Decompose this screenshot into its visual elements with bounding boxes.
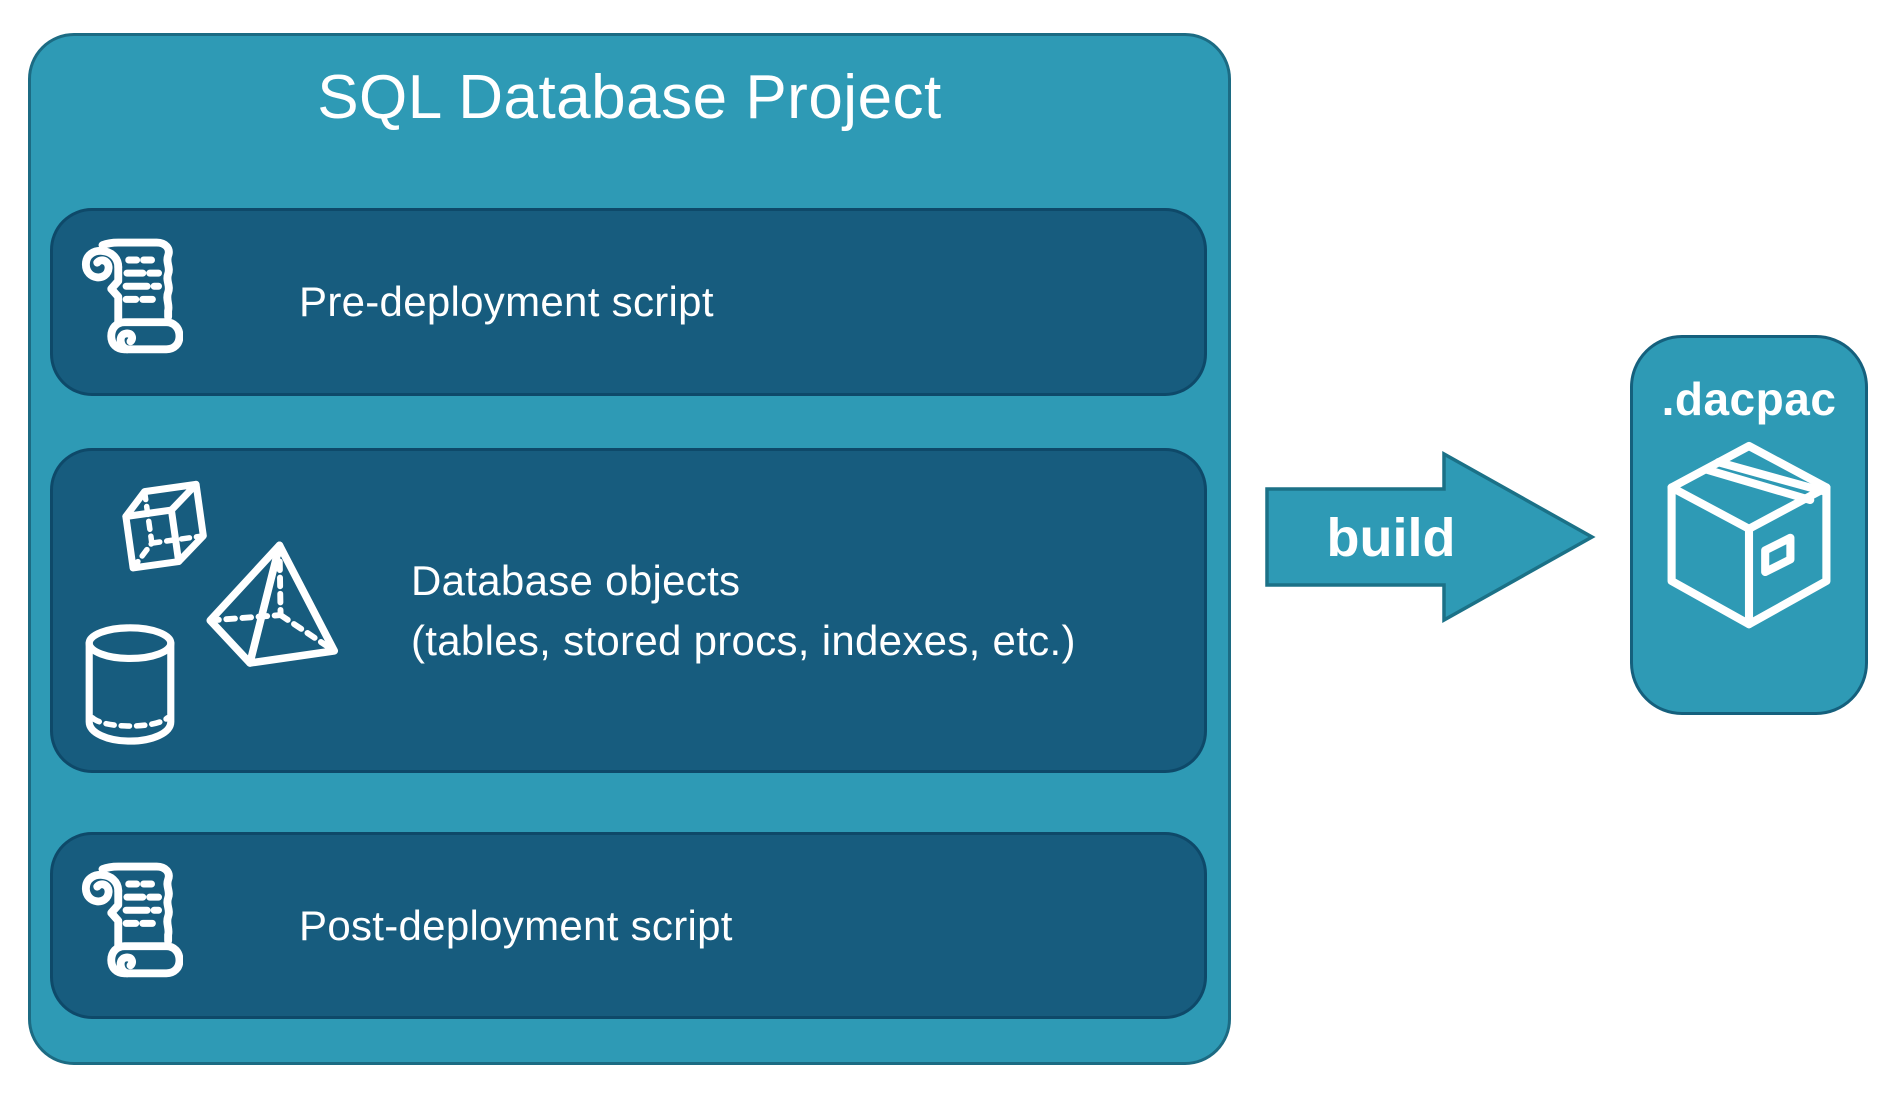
package-icon [1667,441,1831,629]
cube-icon [122,480,207,572]
dacpac-box: .dacpac [1630,335,1868,715]
panel-post-deployment-script: Post-deployment script [50,832,1207,1019]
pre-deployment-label: Pre-deployment script [299,278,714,325]
database-objects-label: Database objects (tables, stored procs, … [411,551,1076,671]
post-deployment-label: Post-deployment script [299,901,733,949]
pyramid-icon [206,541,339,667]
dacpac-label: .dacpac [1661,373,1837,425]
database-objects-line2: (tables, stored procs, indexes, etc.) [411,616,1076,664]
cylinder-icon [85,624,175,745]
build-arrow-label: build [1327,508,1456,568]
build-arrow-shape [1265,451,1596,623]
sql-database-project-box: SQL Database Project Pre-deploymen [28,33,1231,1065]
project-title: SQL Database Project [317,63,942,132]
panel-database-objects: Database objects (tables, stored procs, … [50,448,1207,773]
panel-pre-deployment-script: Pre-deployment script [50,208,1207,396]
build-arrow: build [1265,451,1596,623]
database-objects-line1: Database objects [411,556,741,604]
scroll-icon [81,238,183,354]
scroll-icon [81,862,183,977]
